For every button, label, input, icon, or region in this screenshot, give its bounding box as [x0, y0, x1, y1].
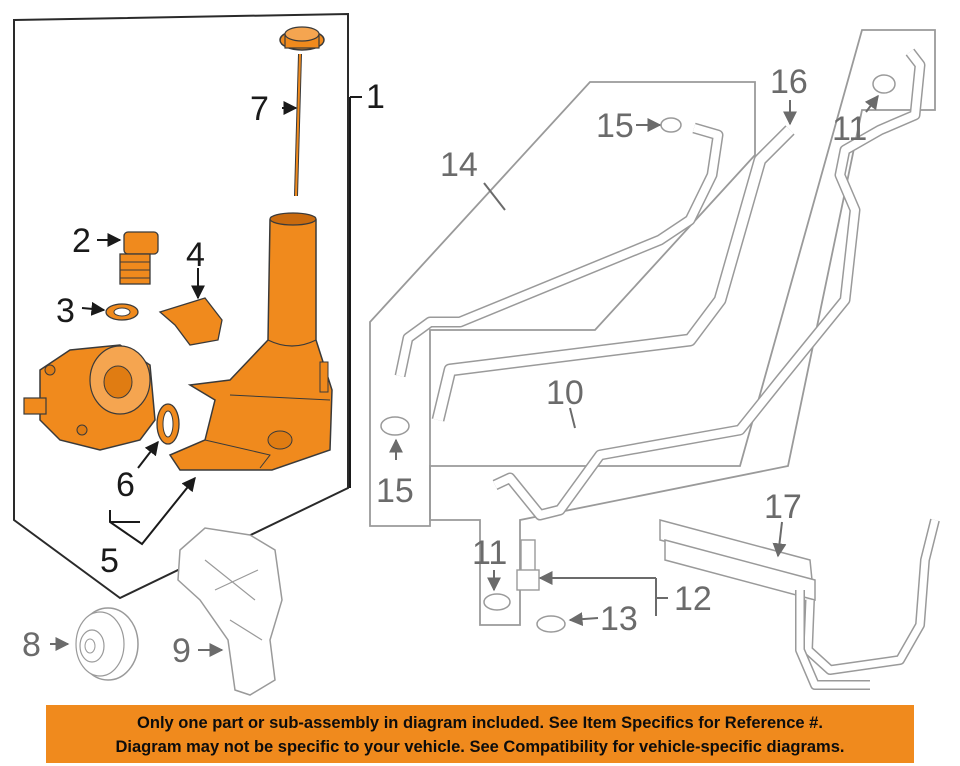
disclaimer-line-1: Only one part or sub-assembly in diagram… — [137, 714, 823, 732]
fitting — [119, 231, 159, 285]
adapter-fitting — [516, 539, 540, 591]
mounting-bracket — [177, 527, 283, 696]
washer — [536, 615, 566, 633]
callout-2: 2 — [72, 222, 91, 260]
reservoir-cap — [279, 26, 325, 197]
leader-lines — [81, 96, 362, 546]
pulley — [75, 607, 139, 681]
leader-lines-gray — [50, 94, 879, 657]
callout-7: 7 — [250, 90, 269, 128]
callout-12: 12 — [674, 580, 712, 618]
callout-14: 14 — [440, 146, 478, 184]
washer — [660, 117, 682, 133]
callout-5: 5 — [100, 542, 119, 580]
callout-6: 6 — [116, 466, 135, 504]
callout-16: 16 — [770, 63, 808, 101]
pressure-hose — [394, 122, 724, 378]
reservoir — [168, 212, 333, 471]
disclaimer-line-2: Diagram may not be specific to your vehi… — [115, 738, 845, 756]
oil-cooler — [659, 518, 940, 690]
return-hose — [431, 125, 795, 422]
callout-15-upper: 15 — [596, 107, 634, 145]
callout-17: 17 — [764, 488, 802, 526]
callout-11-lower: 11 — [472, 534, 507, 572]
callout-3: 3 — [56, 292, 75, 330]
callout-10: 10 — [546, 374, 584, 412]
callout-4: 4 — [186, 236, 205, 274]
callout-15-lower: 15 — [376, 472, 414, 510]
washer — [380, 416, 410, 436]
power-steering-pump — [23, 344, 156, 451]
callout-9: 9 — [172, 632, 191, 670]
washer — [872, 74, 896, 94]
disclaimer-banner: Only one part or sub-assembly in diagram… — [46, 705, 914, 763]
washer — [483, 593, 511, 611]
callout-8: 8 — [22, 626, 41, 664]
return-line — [492, 48, 926, 521]
bracket — [158, 297, 223, 346]
cooler-line-group-outline — [429, 29, 936, 626]
callout-11-upper: 11 — [832, 110, 867, 148]
callout-13: 13 — [600, 600, 638, 638]
hose-group-outline — [369, 81, 756, 527]
callout-1: 1 — [366, 78, 385, 116]
